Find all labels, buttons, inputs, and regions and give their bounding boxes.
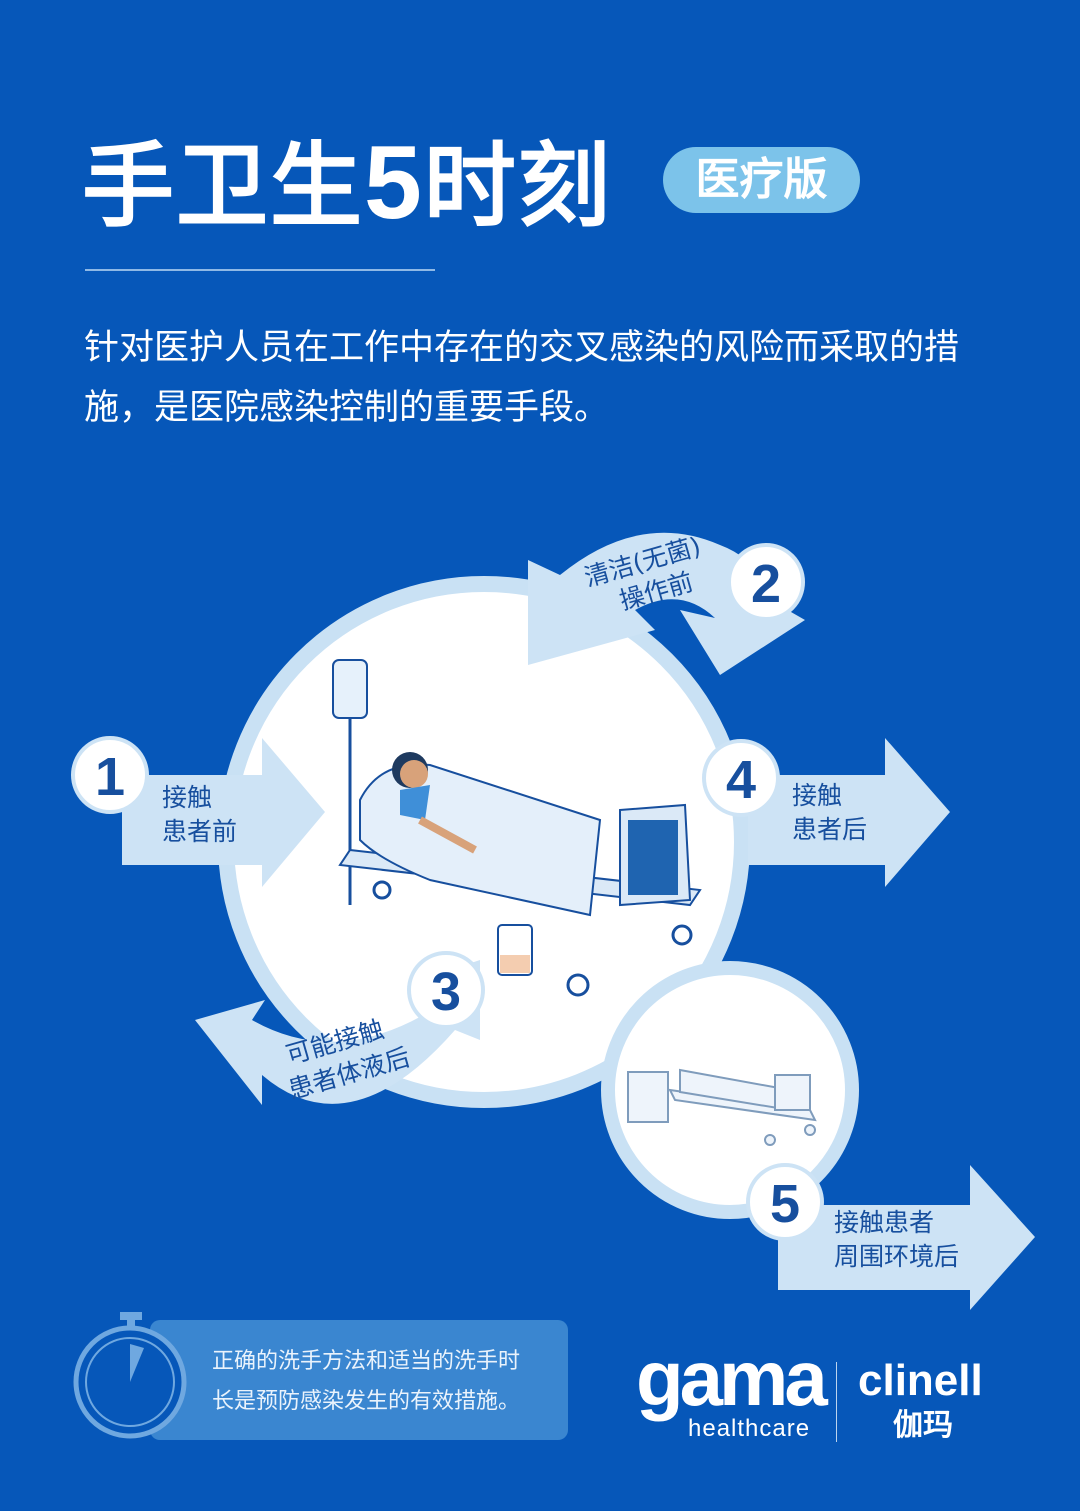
- svg-text:4: 4: [726, 750, 756, 810]
- moment-1-number: 1: [71, 736, 149, 814]
- clinell-logo: clinell: [858, 1356, 983, 1405]
- moment-1-arrow: [122, 738, 325, 887]
- tip-text: 正确的洗手方法和适当的洗手时长是预防感染发生的有效措施。: [212, 1349, 521, 1414]
- clinell-logo-cn: 伽玛: [893, 1408, 953, 1443]
- divider: [85, 269, 435, 271]
- moment-1-label: 患者前: [162, 817, 237, 846]
- page-title: 手卫生5时刻: [82, 112, 612, 245]
- moment-4-arrow: [748, 738, 950, 887]
- patient-bed-illustration: [332, 659, 702, 997]
- moment-4-label: 患者后: [792, 815, 867, 844]
- moment-5-label: 周围环境后: [834, 1242, 959, 1271]
- svg-text:5: 5: [770, 1174, 800, 1234]
- svg-text:1: 1: [95, 747, 125, 807]
- moment-2-number: 2: [727, 543, 805, 621]
- gama-logo: gama: [636, 1334, 828, 1422]
- moment-3-number: 3: [407, 951, 485, 1029]
- moment-4-number: 4: [702, 739, 780, 817]
- tip-panel: [150, 1320, 568, 1440]
- title-text: 时刻: [423, 133, 612, 240]
- empty-bed-illustration: [627, 1068, 817, 1146]
- moment-1-label: 接触: [162, 783, 212, 812]
- title-number: 5: [364, 125, 424, 241]
- logo-divider: [836, 1362, 837, 1442]
- intro-text: 针对医护人员在工作中存在的交叉感染的风险而采取的措施，是医院感染控制的重要手段。: [84, 328, 960, 428]
- edition-badge: 医疗版: [663, 147, 860, 213]
- svg-text:3: 3: [431, 962, 461, 1022]
- gama-logo-subtitle: healthcare: [688, 1415, 811, 1442]
- moment-5-label: 接触患者: [834, 1208, 934, 1237]
- moment-4-label: 接触: [792, 781, 842, 810]
- title-text: 手卫生: [82, 133, 365, 240]
- moment-5-arrow: [778, 1165, 1035, 1310]
- stopwatch-icon: [73, 1312, 187, 1439]
- moment-5-number: 5: [746, 1163, 824, 1241]
- svg-text:2: 2: [751, 554, 781, 614]
- moment-3-arrow: [195, 960, 480, 1105]
